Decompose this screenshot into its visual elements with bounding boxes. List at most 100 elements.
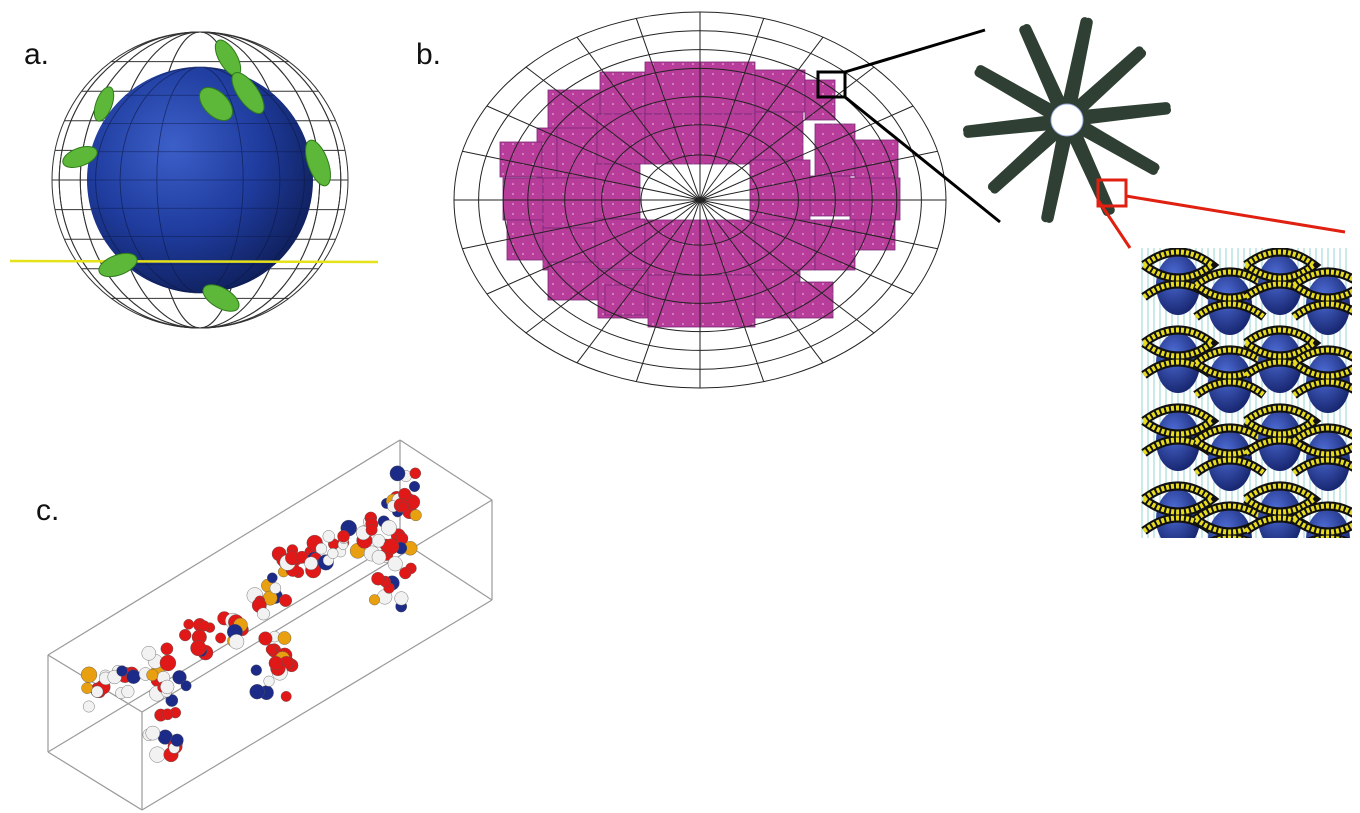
helix-blue-blob xyxy=(1208,509,1252,538)
rosette-structure xyxy=(963,17,1171,223)
molecule-atom xyxy=(269,582,282,594)
panel-c-bounding-box xyxy=(47,439,493,811)
molecule-atom xyxy=(126,669,141,684)
molecule-atom xyxy=(337,530,350,543)
rosette-arm xyxy=(1077,126,1158,175)
rosette-arm xyxy=(1022,24,1066,108)
molecule-atom xyxy=(160,679,175,695)
magenta-tile xyxy=(542,177,596,229)
molecule-atom xyxy=(369,594,381,606)
rosette-arm xyxy=(963,115,1054,135)
bounding-box-edge xyxy=(141,599,493,811)
molecule-atom xyxy=(279,594,292,607)
magenta-tile xyxy=(754,219,816,271)
red-callout-line-1 xyxy=(1125,194,1346,234)
molecule-atom xyxy=(146,669,159,682)
wire-spoke xyxy=(699,199,824,364)
molecule-atom xyxy=(149,746,166,763)
wire-spoke xyxy=(699,199,914,295)
red-callout-line-2 xyxy=(1096,199,1132,249)
molecule-atom xyxy=(179,628,192,642)
molecule-atom xyxy=(322,530,335,543)
molecule-atom xyxy=(409,481,421,493)
molecule-atom xyxy=(161,708,174,721)
green-particle xyxy=(199,87,233,121)
panel-b-zoom-box xyxy=(816,70,847,99)
helix-yellow-strand xyxy=(1194,503,1269,538)
panel-b-callout-line-top xyxy=(844,28,986,74)
helix-yellow-strand xyxy=(1194,347,1269,398)
panel-b-label: b. xyxy=(416,38,442,71)
magenta-tile xyxy=(506,219,544,261)
helix-yellow-strand xyxy=(1194,269,1269,320)
helix-yellow-strand xyxy=(1292,425,1352,476)
wire-spoke xyxy=(699,18,765,201)
molecule-atom xyxy=(409,509,422,522)
green-particle xyxy=(305,139,331,187)
molecule-atom xyxy=(397,501,409,513)
molecule-atom xyxy=(394,591,409,606)
magenta-tile xyxy=(809,175,851,217)
molecule-atom xyxy=(91,685,104,698)
wire-spoke xyxy=(635,18,701,201)
rosette-arm xyxy=(976,65,1057,114)
molecule-atom xyxy=(183,619,194,630)
wire-spoke xyxy=(525,199,701,334)
green-particle xyxy=(202,284,240,312)
molecule-atom xyxy=(387,556,403,572)
molecule-atom xyxy=(80,666,98,683)
wire-spoke xyxy=(576,36,701,201)
molecule-atom xyxy=(256,607,270,621)
magenta-tile xyxy=(849,177,901,221)
molecule-atom xyxy=(82,700,95,713)
molecule-atom xyxy=(399,566,412,580)
molecule-atom xyxy=(180,680,192,692)
bounding-box-edge xyxy=(399,439,493,501)
bounding-box-edge xyxy=(47,751,143,811)
molecule-atom xyxy=(250,664,262,676)
molecule-atom xyxy=(228,634,245,650)
molecule-atom xyxy=(381,519,397,536)
bounding-box-edge xyxy=(47,539,401,753)
panel-b-wireframe xyxy=(453,11,947,389)
magenta-tile xyxy=(814,123,856,177)
molecule-atom xyxy=(315,542,328,555)
wire-spoke xyxy=(486,105,701,201)
helix-yellow-strand xyxy=(1292,347,1352,398)
molecule-atom xyxy=(170,733,184,747)
panel-c-molecule xyxy=(80,465,422,763)
molecule-atom xyxy=(371,549,387,565)
molecule-atom xyxy=(198,620,210,632)
molecule-atom xyxy=(141,646,157,661)
panel-a xyxy=(9,31,379,329)
wire-spoke xyxy=(576,199,701,364)
helix-yellow-strand xyxy=(1292,269,1352,320)
panel-b xyxy=(453,11,1001,389)
molecule-atom xyxy=(365,524,378,536)
green-particle xyxy=(93,86,115,122)
helix-yellow-strand xyxy=(1292,503,1352,538)
panel-a-yellow-strand xyxy=(9,259,379,264)
panel-a-label: a. xyxy=(24,38,50,71)
molecule-atom xyxy=(263,675,275,687)
rosette-arm xyxy=(1068,17,1093,108)
helix-yellow-strand xyxy=(1194,425,1269,476)
rosette-arm xyxy=(1077,48,1147,114)
green-particle xyxy=(231,72,265,114)
bounding-box-edge xyxy=(47,439,401,656)
wire-spoke xyxy=(462,199,701,250)
wire-spoke xyxy=(699,36,824,201)
magenta-tile xyxy=(749,159,811,221)
rosette-zoom-box xyxy=(1096,178,1128,208)
molecule-atom xyxy=(116,665,128,677)
magenta-tile xyxy=(754,269,801,319)
wire-spoke xyxy=(486,199,701,295)
wire-spoke xyxy=(462,150,701,201)
molecule-atom xyxy=(81,682,93,694)
molecule-atom xyxy=(371,534,386,548)
green-particle xyxy=(62,146,98,168)
molecule-atom xyxy=(268,655,283,671)
wire-spoke xyxy=(699,199,875,334)
molecule-atom xyxy=(266,572,278,584)
rosette-center xyxy=(1050,103,1084,137)
